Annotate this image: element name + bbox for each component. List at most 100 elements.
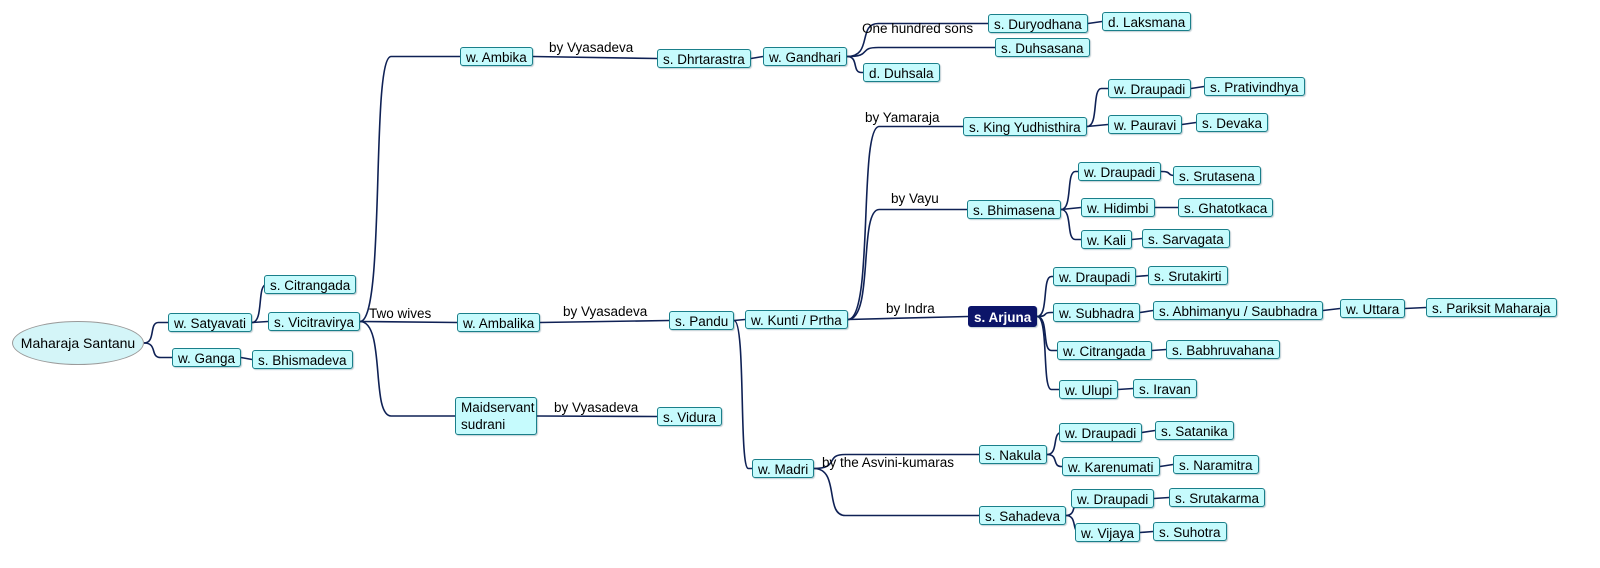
node-vijaya[interactable]: w. Vijaya	[1075, 523, 1141, 542]
node-suhotra[interactable]: s. Suhotra	[1153, 522, 1227, 541]
connector-kunti-yudhisthira	[847, 125, 963, 321]
node-ambika[interactable]: w. Ambika	[460, 47, 533, 66]
edge-label-maidservant-vyasadeva: by Vyasadeva	[554, 400, 639, 415]
node-ganga[interactable]: w. Ganga	[172, 348, 242, 367]
connector-nak_draupadi-satanika	[1141, 429, 1156, 434]
connector-vicitravirya-maidservant	[359, 320, 455, 417]
node-satanika[interactable]: s. Satanika	[1155, 421, 1234, 440]
connector-ambalika-pandu	[539, 319, 670, 324]
node-kali[interactable]: w. Kali	[1081, 230, 1133, 249]
connector-dhrtarastra-gandhari	[750, 55, 764, 60]
node-sahadeva-wife-draupadi[interactable]: w. Draupadi	[1071, 489, 1155, 508]
connector-ambika-dhrtarastra	[532, 55, 658, 60]
connector-kali-sarvagata	[1131, 237, 1143, 241]
node-naramitra[interactable]: s. Naramitra	[1173, 455, 1259, 474]
node-iravan[interactable]: s. Iravan	[1133, 379, 1197, 398]
edge-label-vayu: by Vayu	[891, 191, 939, 206]
connector-root-ganga	[143, 342, 172, 359]
node-ulupi[interactable]: w. Ulupi	[1059, 380, 1119, 399]
connector-subhadra-abhimanyu	[1139, 309, 1154, 314]
node-bhimasena[interactable]: s. Bhimasena	[967, 200, 1061, 219]
connector-arj_draupadi-srutakirti	[1135, 274, 1149, 278]
node-arjuna-wife-draupadi[interactable]: w. Draupadi	[1053, 267, 1137, 286]
connector-arjuna-arj_draupadi	[1036, 275, 1053, 318]
node-pariksit-maharaja[interactable]: s. Pariksit Maharaja	[1426, 298, 1557, 317]
connector-uttara-pariksit	[1404, 306, 1427, 310]
node-devaka[interactable]: s. Devaka	[1196, 113, 1269, 132]
node-arjuna-highlighted[interactable]: s. Arjuna	[968, 306, 1038, 327]
connector-root-satyavati	[143, 321, 168, 344]
node-ambalika[interactable]: w. Ambalika	[457, 313, 541, 332]
node-srutakarma[interactable]: s. Srutakarma	[1169, 488, 1266, 507]
connector-ganga-bhismadeva	[240, 356, 253, 361]
node-hidimbi[interactable]: w. Hidimbi	[1081, 198, 1155, 217]
node-duhsala[interactable]: d. Duhsala	[863, 63, 940, 82]
edge-label-two-wives: Two wives	[369, 306, 432, 321]
node-karenumati[interactable]: w. Karenumati	[1062, 457, 1160, 476]
connector-vijaya-suhotra	[1139, 530, 1154, 534]
connector-ulupi-iravan	[1117, 387, 1134, 391]
edge-label-hundred-sons: One hundred sons	[862, 21, 974, 36]
node-sarvagata[interactable]: s. Sarvagata	[1142, 229, 1230, 248]
edge-label-indra: by Indra	[886, 301, 935, 316]
node-duhsasana[interactable]: s. Duhsasana	[995, 38, 1090, 57]
node-madri[interactable]: w. Madri	[752, 459, 815, 478]
connector-karenumati-naramitra	[1159, 463, 1174, 468]
connector-yud_draupadi-prativindhya	[1190, 85, 1205, 90]
node-babhruvahana[interactable]: s. Babhruvahana	[1166, 340, 1281, 359]
connector-bhimasena-bhim_draupadi	[1060, 170, 1078, 211]
node-nakula-wife-draupadi[interactable]: w. Draupadi	[1059, 423, 1143, 442]
connector-arjuna-ulupi	[1036, 315, 1059, 391]
edge-label-ambalika-vyasadeva: by Vyasadeva	[563, 304, 648, 319]
node-pauravi[interactable]: w. Pauravi	[1108, 115, 1183, 134]
node-pandu[interactable]: s. Pandu	[669, 311, 735, 330]
node-subhadra[interactable]: w. Subhadra	[1053, 303, 1141, 322]
node-laksmana[interactable]: d. Laksmana	[1102, 12, 1192, 31]
node-duryodhana[interactable]: s. Duryodhana	[988, 14, 1088, 33]
connector-abhimanyu-uttara	[1322, 307, 1341, 312]
edge-label-ambika-vyasadeva: by Vyasadeva	[549, 40, 634, 55]
node-vicitravirya[interactable]: s. Vicitravirya	[268, 312, 361, 331]
node-nakula[interactable]: s. Nakula	[979, 445, 1048, 464]
connector-gandhari-duhsala	[846, 55, 863, 74]
connector-pauravi-devaka	[1181, 121, 1197, 126]
connector-gandhari-duryodhana	[846, 22, 988, 58]
node-uttara[interactable]: w. Uttara	[1340, 299, 1406, 318]
node-bhismadeva[interactable]: s. Bhismadeva	[252, 350, 353, 369]
node-bhimasena-wife-draupadi[interactable]: w. Draupadi	[1078, 162, 1162, 181]
connector-vicitravirya-ambalika	[359, 320, 458, 324]
node-arjuna-wife-citrangada[interactable]: w. Citrangada	[1057, 341, 1152, 360]
node-sahadeva[interactable]: s. Sahadeva	[979, 506, 1067, 525]
connector-nakula-karenumati	[1046, 453, 1062, 468]
node-kunti-prtha[interactable]: w. Kunti / Prtha	[745, 310, 848, 329]
node-vidura[interactable]: s. Vidura	[657, 407, 723, 426]
node-satyavati[interactable]: w. Satyavati	[168, 313, 253, 332]
connector-madri-sahadeva	[813, 467, 979, 517]
connector-satyavati-vicitravirya	[251, 320, 269, 324]
edge-label-yamaraja: by Yamaraja	[865, 110, 940, 125]
connector-vicitravirya-ambika	[359, 55, 460, 323]
connector-sah_draupadi-srutakarma	[1153, 496, 1170, 500]
node-dhrtarastra[interactable]: s. Dhrtarastra	[657, 49, 751, 68]
node-ghatotkaca[interactable]: s. Ghatotkaca	[1178, 198, 1274, 217]
connector-yudhisthira-yud_draupadi	[1086, 87, 1108, 128]
node-yudhisthira-wife-draupadi[interactable]: w. Draupadi	[1108, 79, 1192, 98]
connector-arj_citrangada-babhruvahana	[1151, 348, 1167, 352]
connector-kunti-arjuna	[847, 315, 969, 321]
node-yudhisthira[interactable]: s. King Yudhisthira	[963, 117, 1087, 136]
connector-kunti-bhimasena	[847, 208, 967, 321]
node-citrangada[interactable]: s. Citrangada	[264, 275, 357, 294]
root-node-santanu[interactable]: Maharaja Santanu	[12, 321, 144, 365]
node-prativindhya[interactable]: s. Prativindhya	[1204, 77, 1305, 96]
node-maidservant-sudrani[interactable]: Maidservant sudrani	[455, 397, 537, 435]
node-srutasena[interactable]: s. Srutasena	[1173, 166, 1261, 185]
connector-madri-nakula	[813, 453, 979, 470]
edge-label-asvini-kumaras: by the Asvini-kumaras	[822, 455, 955, 470]
connector-yudhisthira-pauravi	[1086, 123, 1109, 128]
node-srutakirti[interactable]: s. Srutakirti	[1148, 266, 1228, 285]
node-gandhari[interactable]: w. Gandhari	[763, 47, 848, 66]
connector-pandu-kunti	[733, 318, 746, 322]
node-abhimanyu[interactable]: s. Abhimanyu / Saubhadra	[1153, 301, 1324, 320]
connector-pandu-madri	[733, 319, 752, 470]
